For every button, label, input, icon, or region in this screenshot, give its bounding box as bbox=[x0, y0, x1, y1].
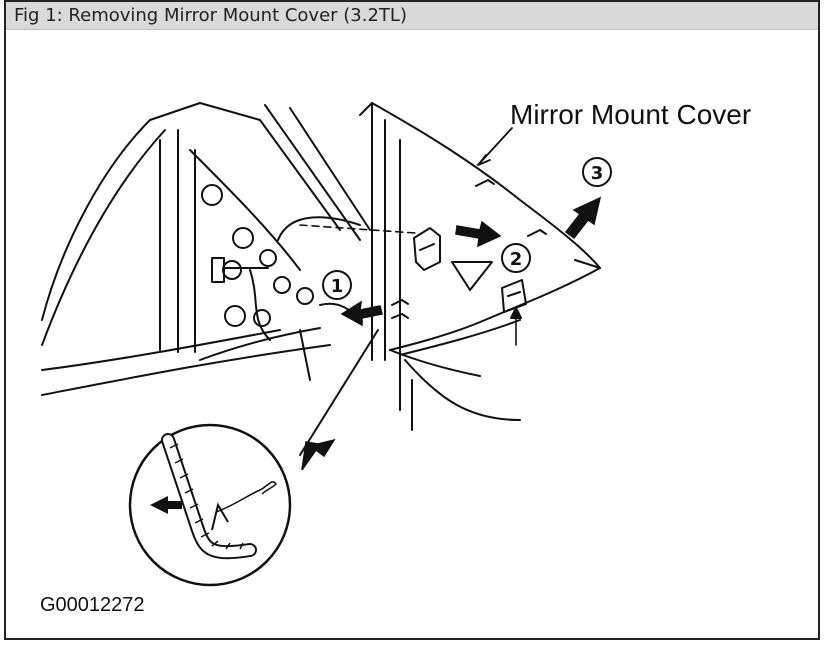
step-3-circle bbox=[582, 157, 612, 187]
arrow-to-detail bbox=[301, 438, 336, 471]
step-2-number: 2 bbox=[510, 249, 523, 270]
step-3-number: 3 bbox=[591, 163, 604, 184]
step-1-circle bbox=[322, 270, 352, 300]
mirror-mount-cover bbox=[359, 102, 601, 431]
part-label: Mirror Mount Cover bbox=[510, 99, 751, 130]
arrow-step-2 bbox=[455, 220, 502, 248]
step-1-number: 1 bbox=[331, 276, 344, 297]
direction-arrows bbox=[301, 196, 602, 471]
step-2-circle bbox=[501, 243, 531, 273]
magnified-detail bbox=[128, 423, 292, 587]
arrow-step-1 bbox=[340, 300, 383, 327]
arrow-step-3 bbox=[564, 196, 602, 240]
figure-title: Fig 1: Removing Mirror Mount Cover (3.2T… bbox=[14, 5, 407, 26]
door-frame-structure bbox=[41, 102, 371, 396]
figure-id: G00012272 bbox=[40, 594, 145, 616]
figure-header: Fig 1: Removing Mirror Mount Cover (3.2T… bbox=[6, 2, 818, 30]
